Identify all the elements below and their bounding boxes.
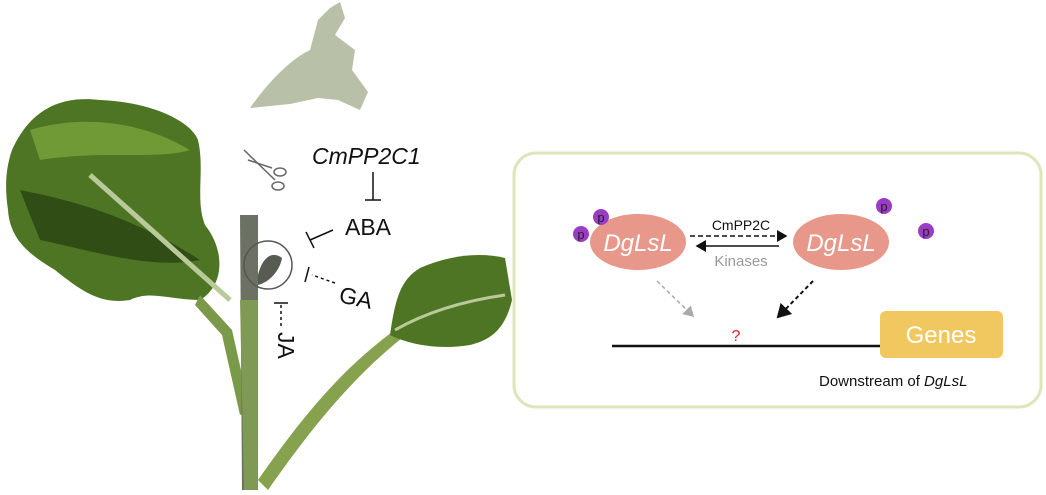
- phospho-group: p p p p: [573, 198, 934, 242]
- genes-box: [880, 311, 1003, 358]
- ga-inhibit-bud: [311, 274, 336, 284]
- svg-text:p: p: [577, 227, 584, 242]
- right-leaf: [390, 255, 512, 347]
- regulation-arrow: [776, 280, 814, 319]
- phosphatase-label: CmPP2C: [712, 217, 770, 233]
- detached-leaf: [250, 2, 368, 110]
- kinases-label: Kinases: [714, 253, 767, 270]
- aba-inhibit-bud: [309, 229, 334, 241]
- leaf-vein: [88, 173, 232, 302]
- genes-label: Genes: [906, 322, 977, 349]
- right-petiole: [258, 330, 402, 490]
- mechanism-panel: [512, 151, 1043, 409]
- leaf-highlight: [30, 121, 190, 160]
- leaf-shadow: [20, 190, 200, 263]
- scissors-icon: [243, 149, 287, 191]
- left-petiole: [195, 295, 250, 415]
- unknown-mark: ?: [732, 328, 741, 345]
- svg-text:p: p: [880, 199, 887, 214]
- downstream-caption: Downstream of DgLsL: [819, 373, 967, 390]
- protein-left-label: DgLsL: [603, 230, 672, 257]
- axillary-bud: [258, 254, 282, 285]
- dglsl-phosphorylated: [590, 214, 686, 270]
- ja-label: JA: [273, 332, 299, 360]
- ga-label: GA: [337, 281, 376, 313]
- svg-text:p: p: [597, 210, 604, 225]
- aba-label: ABA: [345, 214, 392, 240]
- protein-right-label: DgLsL: [806, 230, 875, 257]
- svg-text:p: p: [922, 224, 929, 239]
- bud-circle: [243, 240, 293, 290]
- weak-regulation-arrow: [656, 280, 695, 318]
- regulator-label: CmPP2C1: [312, 143, 421, 169]
- dglsl-dephosphorylated: [793, 214, 889, 270]
